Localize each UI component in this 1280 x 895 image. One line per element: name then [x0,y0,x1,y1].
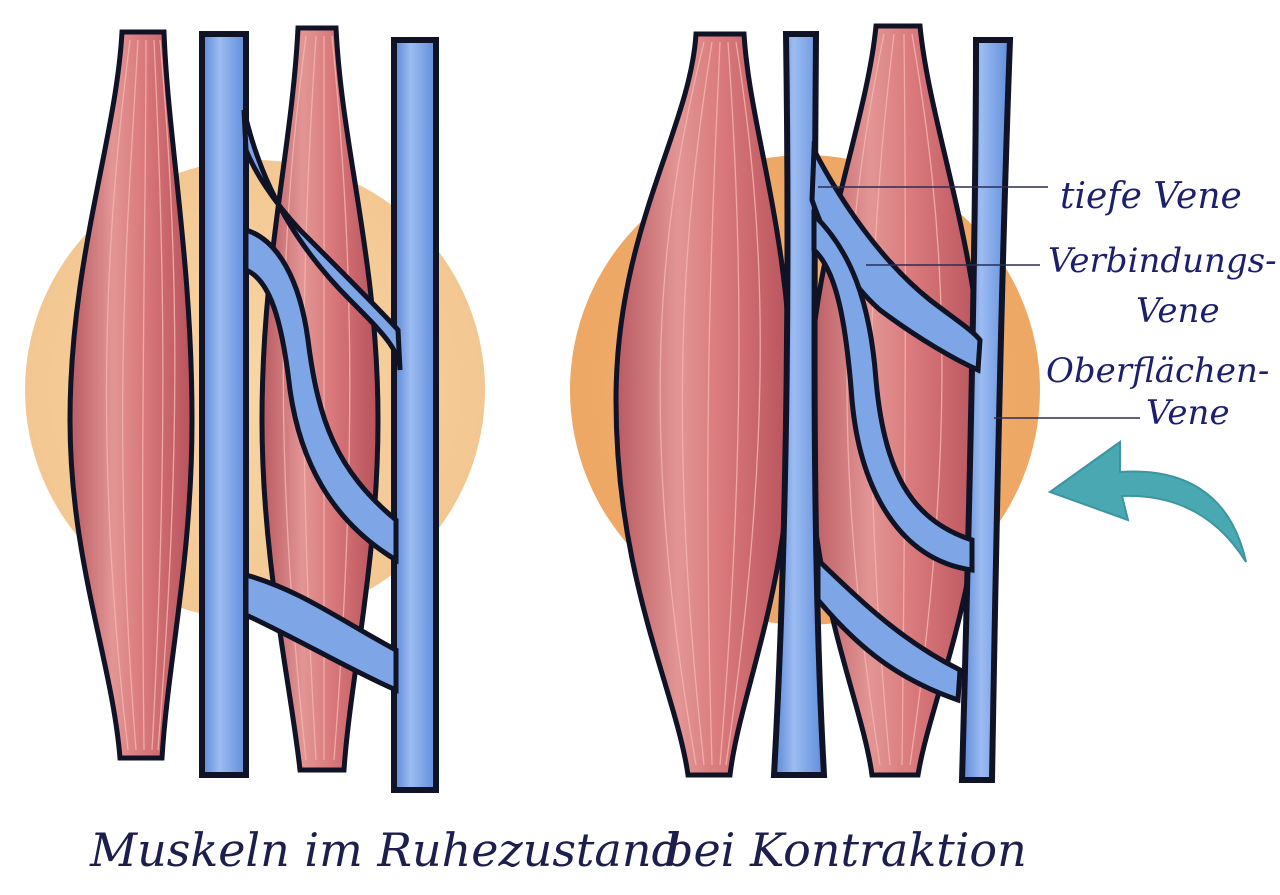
rest-panel [25,25,485,793]
label-deep-vein: tiefe Vene [1060,176,1242,217]
contraction-surface-vein [958,37,1014,783]
vein-labels: tiefe Vene Verbindungs- Vene Oberflächen… [1046,176,1277,433]
contraction-panel [570,23,1140,783]
rest-surface-vein [391,37,439,793]
curved-arrow-icon [1047,440,1247,563]
label-connecting-vein-1: Verbindungs- [1048,241,1277,281]
caption-rest: Muskeln im Ruhezustand [89,823,681,877]
rest-deep-vein [199,31,249,778]
caption-contraction: bei Kontraktion [664,823,1027,877]
label-surface-vein-2: Vene [1146,393,1230,433]
rest-muscle-left [67,29,195,761]
label-surface-vein-1: Oberflächen- [1046,351,1269,391]
contraction-connecting-veins [809,140,983,704]
rest-connecting-veins [241,109,403,694]
contraction-muscle-left [613,31,795,778]
label-leader-lines [818,186,1140,419]
label-connecting-vein-2: Vene [1136,291,1220,331]
